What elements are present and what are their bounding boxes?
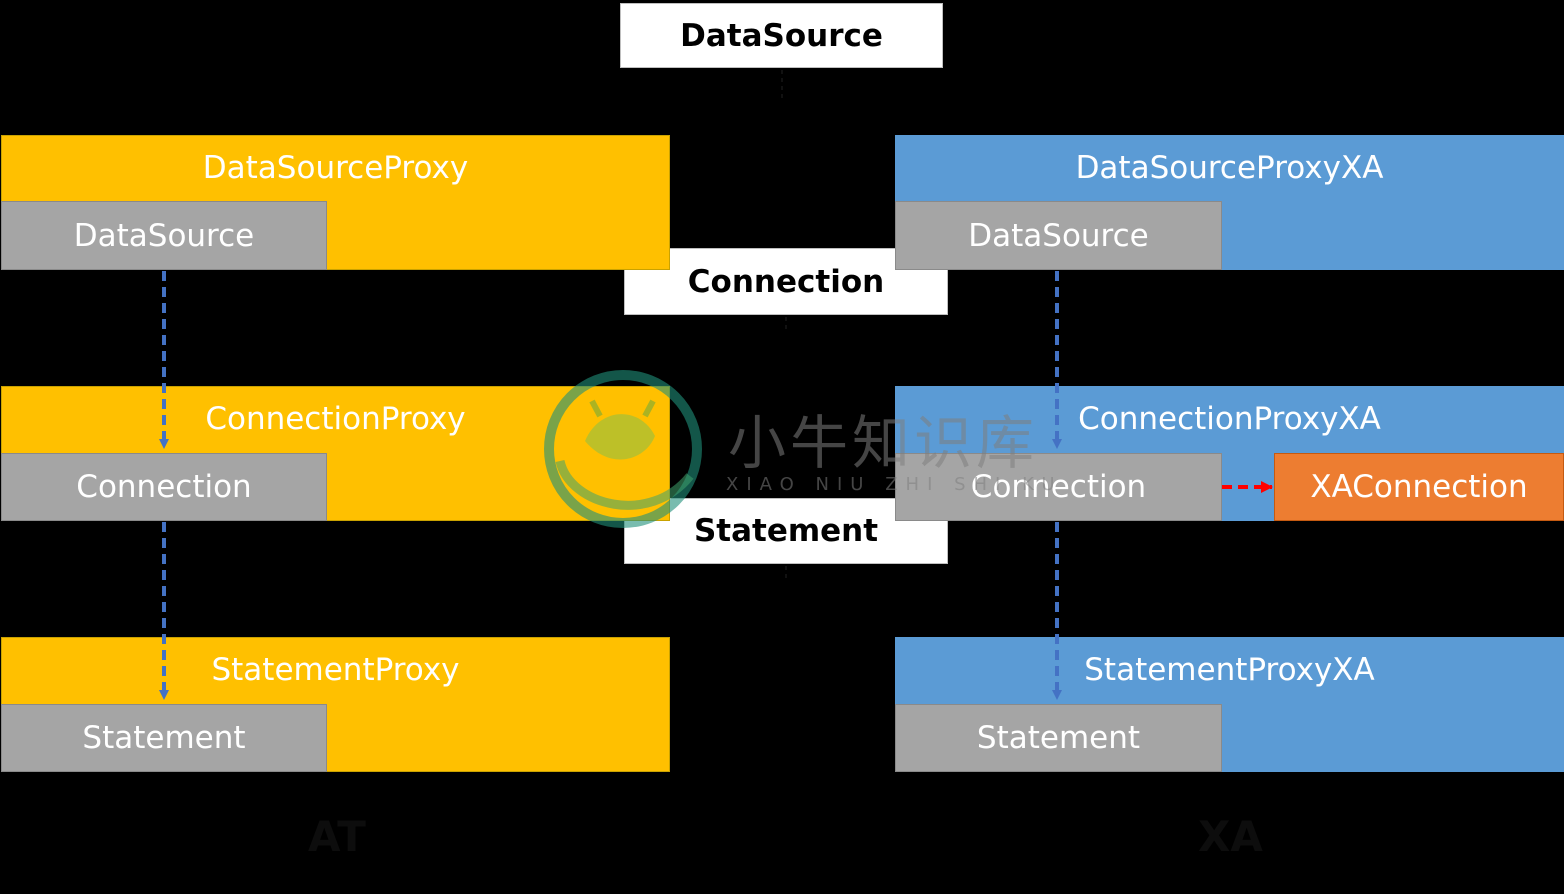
xa-connection-proxy-label: ConnectionProxyXA: [1078, 401, 1381, 437]
xa-connection-box: Connection: [895, 453, 1222, 521]
watermark-subtext: XIAO NIU ZHI SHI KU: [726, 474, 1063, 495]
xa-footer-label: XA: [1198, 812, 1263, 861]
at-datasource-box: DataSource: [1, 201, 327, 270]
xa-connection-native-box: XAConnection: [1274, 453, 1564, 521]
at-footer-label: AT: [308, 812, 366, 861]
statement-interface-box: Statement: [624, 498, 948, 564]
connection-interface-box: Connection: [624, 248, 948, 315]
datasource-interface-box: DataSource: [620, 3, 943, 68]
xa-statement-proxy-label: StatementProxyXA: [1084, 652, 1375, 688]
at-statement-proxy-label: StatementProxy: [211, 652, 460, 688]
at-connection-proxy-label: ConnectionProxy: [205, 401, 466, 437]
at-connection-box: Connection: [1, 453, 327, 521]
at-statement-box: Statement: [1, 704, 327, 772]
watermark-text: 小牛知识库: [728, 409, 1039, 477]
xa-datasource-box: DataSource: [895, 201, 1222, 270]
xa-statement-box: Statement: [895, 704, 1222, 772]
xa-datasource-proxy-label: DataSourceProxyXA: [1075, 150, 1384, 186]
watermark-logo-icon: [544, 370, 702, 528]
at-datasource-proxy-label: DataSourceProxy: [202, 150, 469, 186]
